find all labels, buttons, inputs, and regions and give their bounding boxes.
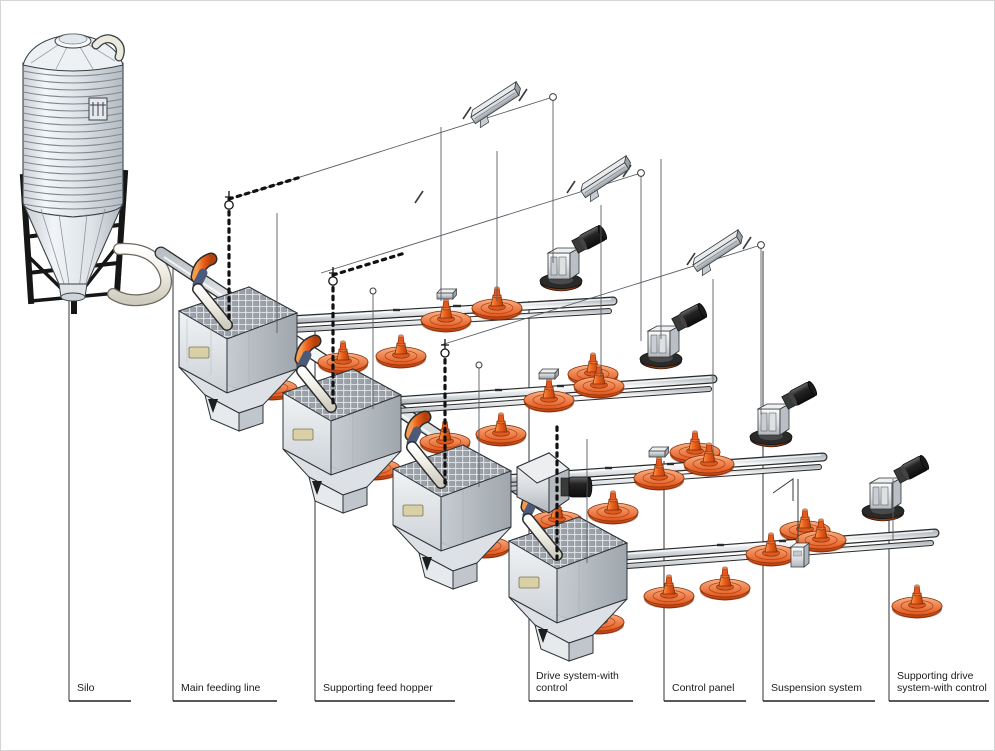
label-main-feeding-line: Main feeding line — [181, 682, 261, 694]
silo-window-bars — [90, 102, 106, 116]
suspension-winch-small — [538, 368, 559, 380]
hopper-outlet-valve — [538, 629, 548, 643]
label-supporting-drive-line1: Supporting drive — [897, 670, 974, 682]
cable-pulleys — [369, 93, 765, 369]
hopper-label-plate — [518, 576, 540, 589]
suspension-winch-small — [648, 446, 669, 458]
callout-silo: Silo — [69, 682, 131, 702]
hopper-label-plate — [292, 428, 314, 441]
label-drive-system-line2: control — [536, 682, 568, 694]
silo-cone-seams — [40, 208, 106, 292]
callout-control-panel: Control panel — [664, 682, 746, 702]
hopper-2-inlet — [294, 334, 337, 413]
hopper-outlet-valve — [208, 399, 218, 413]
chain-2-top — [331, 251, 407, 277]
line-4-hangers — [717, 539, 786, 547]
chain-1-top — [227, 175, 303, 201]
label-supporting-feed-hopper: Supporting feed hopper — [323, 682, 433, 694]
line-1-support-winch — [436, 288, 457, 300]
control-panel-box — [790, 542, 810, 568]
hopper-3-inlet — [404, 410, 447, 489]
silo-discharge-hose — [108, 244, 171, 305]
callout-main-feeding-line: Main feeding line — [173, 682, 277, 702]
hanging-chains — [227, 175, 559, 561]
silo-fill-pipe — [91, 34, 125, 62]
callout-drive-system-with-control: Drive system-with control — [529, 670, 633, 702]
callout-supporting-drive-system: Supporting drive system-with control — [889, 670, 989, 702]
hopper-outlet-valve — [312, 481, 322, 495]
silo-corrugation-rings — [22, 70, 124, 210]
label-control-panel: Control panel — [672, 682, 734, 694]
label-silo: Silo — [77, 682, 95, 694]
hopper-2 — [281, 368, 403, 514]
hopper-outlet-valve — [422, 557, 432, 571]
hopper-4 — [507, 516, 629, 662]
hopper-label-plate — [188, 346, 210, 359]
line-2-support-winch — [538, 368, 559, 380]
label-drive-system-line1: Drive system-with — [536, 670, 619, 682]
label-suspension-system: Suspension system — [771, 682, 862, 694]
hopper-3 — [391, 444, 513, 590]
line-3-hangers — [605, 462, 674, 470]
hopper-label-plate — [402, 504, 424, 517]
line-2-hangers — [495, 384, 564, 392]
chain-anchors — [224, 191, 450, 358]
line-3-support-winch — [648, 446, 669, 458]
label-supporting-drive-line2: system-with control — [897, 682, 987, 694]
callout-suspension-system: Suspension system — [763, 682, 875, 702]
silo — [19, 33, 172, 314]
silo-body — [22, 62, 124, 218]
line-1-hangers — [393, 304, 461, 312]
callout-labels: Silo Main feeding line Supporting feed h… — [69, 670, 989, 702]
callout-supporting-feed-hopper: Supporting feed hopper — [315, 682, 455, 702]
hopper-1-inlet — [190, 252, 233, 331]
suspension-winch-small — [436, 288, 457, 300]
control-panel — [772, 478, 810, 568]
